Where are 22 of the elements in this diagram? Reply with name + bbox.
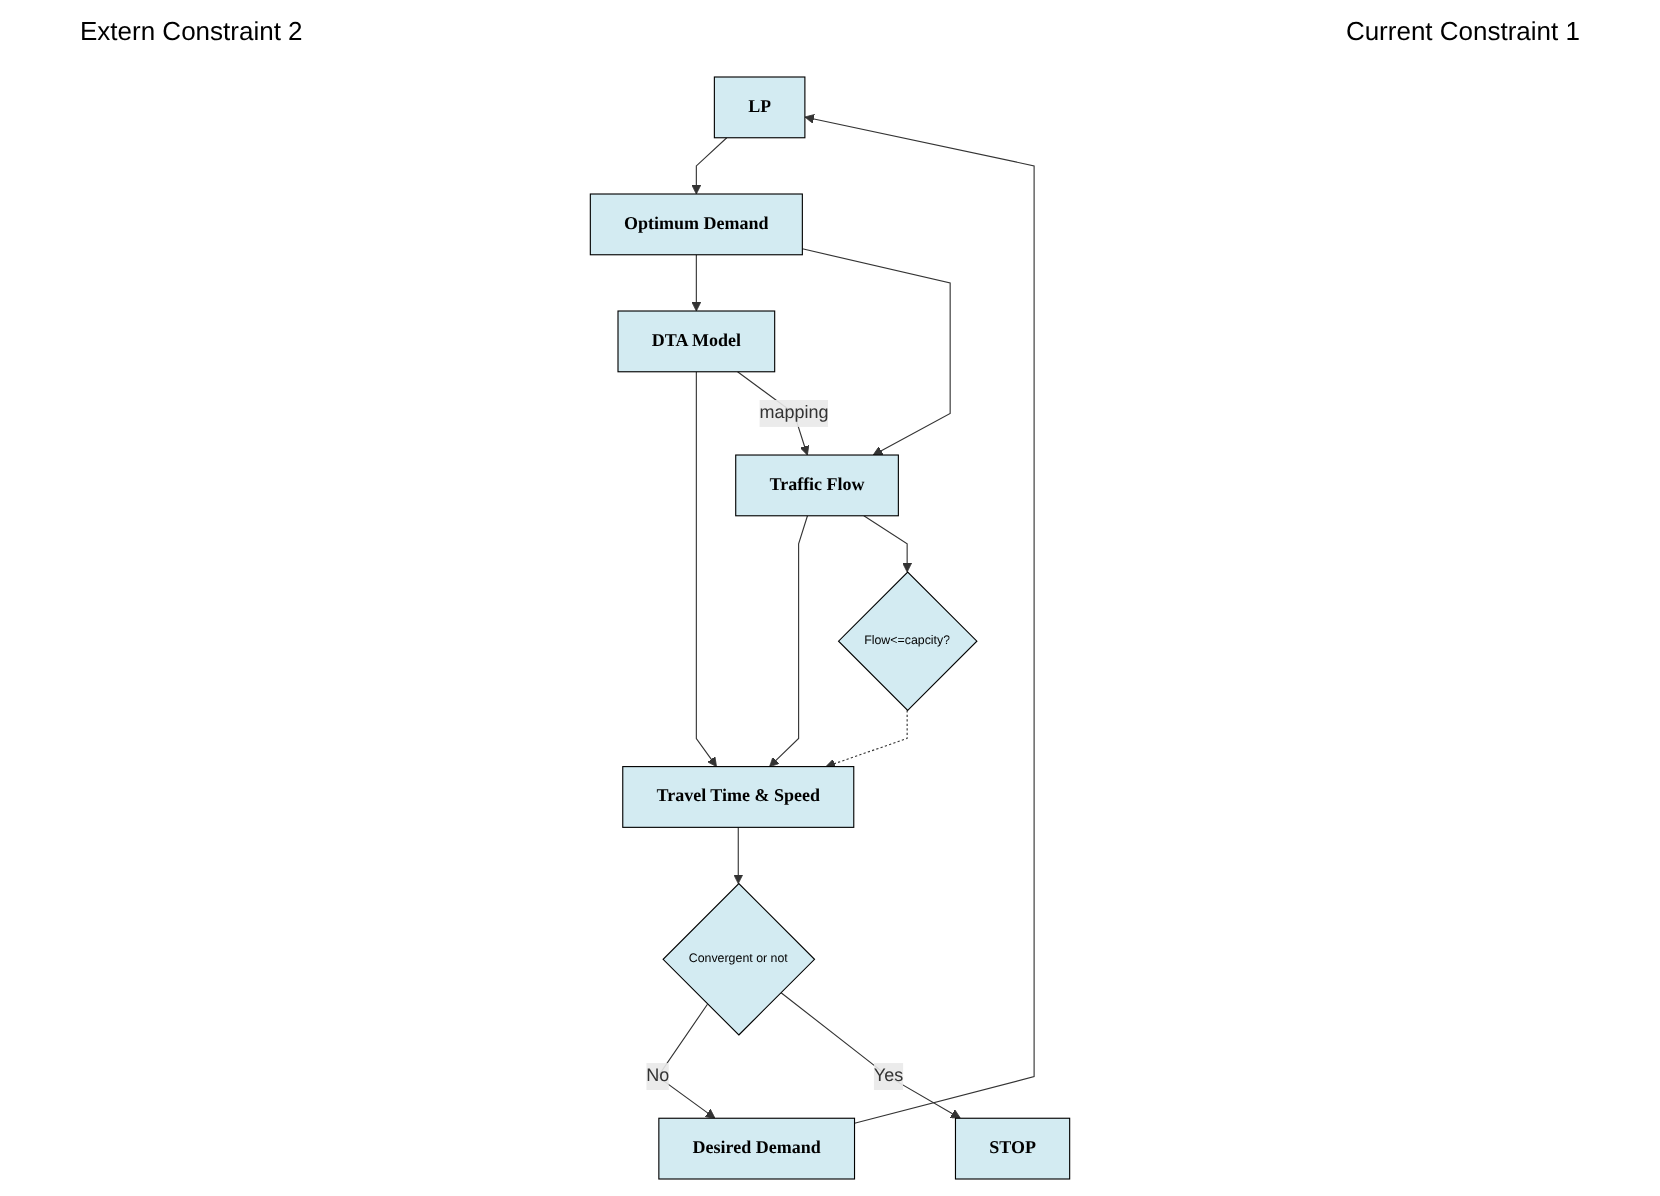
arrow bbox=[695, 371, 717, 768]
node-box: Optimum Demand bbox=[589, 193, 803, 256]
node-box: Desired Demand bbox=[658, 1117, 856, 1180]
node-box: STOP bbox=[954, 1117, 1071, 1180]
arrow bbox=[801, 248, 951, 456]
note-text: Current Constraint 1 bbox=[1345, 16, 1580, 46]
node-box: LP bbox=[713, 76, 806, 139]
arrow bbox=[691, 254, 702, 312]
arrow bbox=[825, 709, 908, 769]
arrow bbox=[733, 826, 744, 885]
edge-label: No bbox=[646, 1066, 670, 1086]
arrow bbox=[769, 515, 809, 768]
edge-label: Yes bbox=[873, 1066, 904, 1086]
edge-label: mapping bbox=[759, 403, 829, 423]
arrow bbox=[863, 515, 913, 573]
node-box: Traffic Flow bbox=[735, 454, 899, 517]
arrow bbox=[691, 137, 728, 195]
arrow bbox=[780, 991, 961, 1119]
node-box: Travel Time & Speed bbox=[622, 766, 855, 828]
arrow bbox=[804, 114, 1035, 1124]
node-box: DTA Model bbox=[617, 310, 776, 373]
note-text: Extern Constraint 2 bbox=[80, 16, 303, 46]
